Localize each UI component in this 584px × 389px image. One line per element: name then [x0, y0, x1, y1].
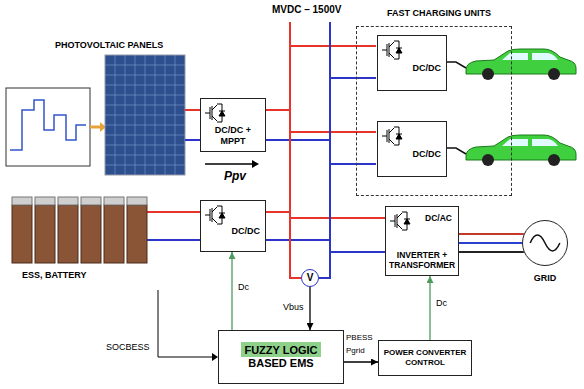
irradiance-graph	[6, 88, 90, 166]
connector-line	[459, 233, 524, 235]
box-text: FAST CHARGING UNITS	[387, 8, 491, 19]
power-wires	[147, 22, 385, 278]
power-flow-arrow	[205, 163, 252, 165]
connector-line	[344, 361, 378, 362]
car	[446, 135, 576, 166]
box-text: DC/DC	[232, 226, 261, 237]
connector	[459, 234, 524, 252]
box-text: DC/DC + MPPT	[207, 125, 259, 147]
connector	[232, 252, 233, 330]
box-text: V	[307, 273, 314, 283]
text-label: MVDC – 1500V	[272, 4, 341, 16]
soc-signal-line	[158, 290, 212, 357]
connector	[430, 276, 431, 340]
sine-symbol	[523, 221, 567, 265]
converter-box: DC/DC	[377, 121, 447, 177]
connector	[344, 362, 378, 363]
voltmeter-circle: V	[301, 269, 319, 287]
sun-arrow	[90, 126, 100, 129]
signal-label: Dc	[237, 282, 250, 293]
text-label: Pgrid	[346, 346, 365, 356]
igbt-symbol	[381, 125, 403, 147]
charging-group: FAST CHARGING UNITSDC/DCDC/DC	[356, 26, 512, 196]
connector-line	[309, 287, 310, 330]
control-box: POWER CONVERTER CONTROL	[378, 340, 472, 376]
text-label: SOCBESS	[106, 342, 150, 353]
connector	[310, 287, 311, 330]
irradiance-curve	[10, 100, 86, 150]
text-label: Ppv	[224, 169, 246, 183]
signal-label: Dc	[435, 298, 448, 309]
text-label: PBESS	[346, 333, 373, 343]
connector-line	[231, 252, 232, 330]
igbt-symbol	[204, 204, 226, 226]
igbt-symbol	[381, 39, 403, 61]
box-text: INVERTER + TRANSFORMER	[389, 250, 455, 270]
power-flow-arrow-head	[252, 160, 259, 168]
box-text: GRID	[513, 273, 577, 284]
inverter-box: DC/AC INVERTER + TRANSFORMER	[385, 206, 459, 276]
battery-bank	[12, 197, 147, 263]
box-heading: DC/AC	[425, 213, 452, 223]
igbt-symbol	[204, 102, 226, 124]
text-label: PHOTOVOLTAIC PANELS	[55, 40, 163, 51]
ems-box: FUZZY LOGIC BASED EMS	[218, 330, 344, 384]
converter-box: DC/DC	[377, 35, 447, 91]
connector-line	[459, 242, 522, 244]
box-text: POWER CONVERTER CONTROL	[382, 348, 468, 367]
converter-box: DC/DC	[200, 200, 266, 252]
box-text: FUZZY LOGIC BASED EMS	[239, 344, 323, 370]
text-label: ESS, BATTERY	[22, 270, 87, 281]
pv-panel	[105, 55, 185, 175]
signal-label: Vbus	[282, 302, 305, 313]
connector-line	[429, 276, 430, 340]
box-text: DC/DC	[413, 149, 442, 160]
grid-source: GRID	[522, 220, 568, 266]
converter-box: DC/DC + MPPT	[200, 98, 266, 152]
connector-line	[459, 251, 524, 253]
box-text: DC/DC	[413, 63, 442, 74]
igbt-symbol	[389, 210, 411, 232]
car	[446, 49, 576, 80]
